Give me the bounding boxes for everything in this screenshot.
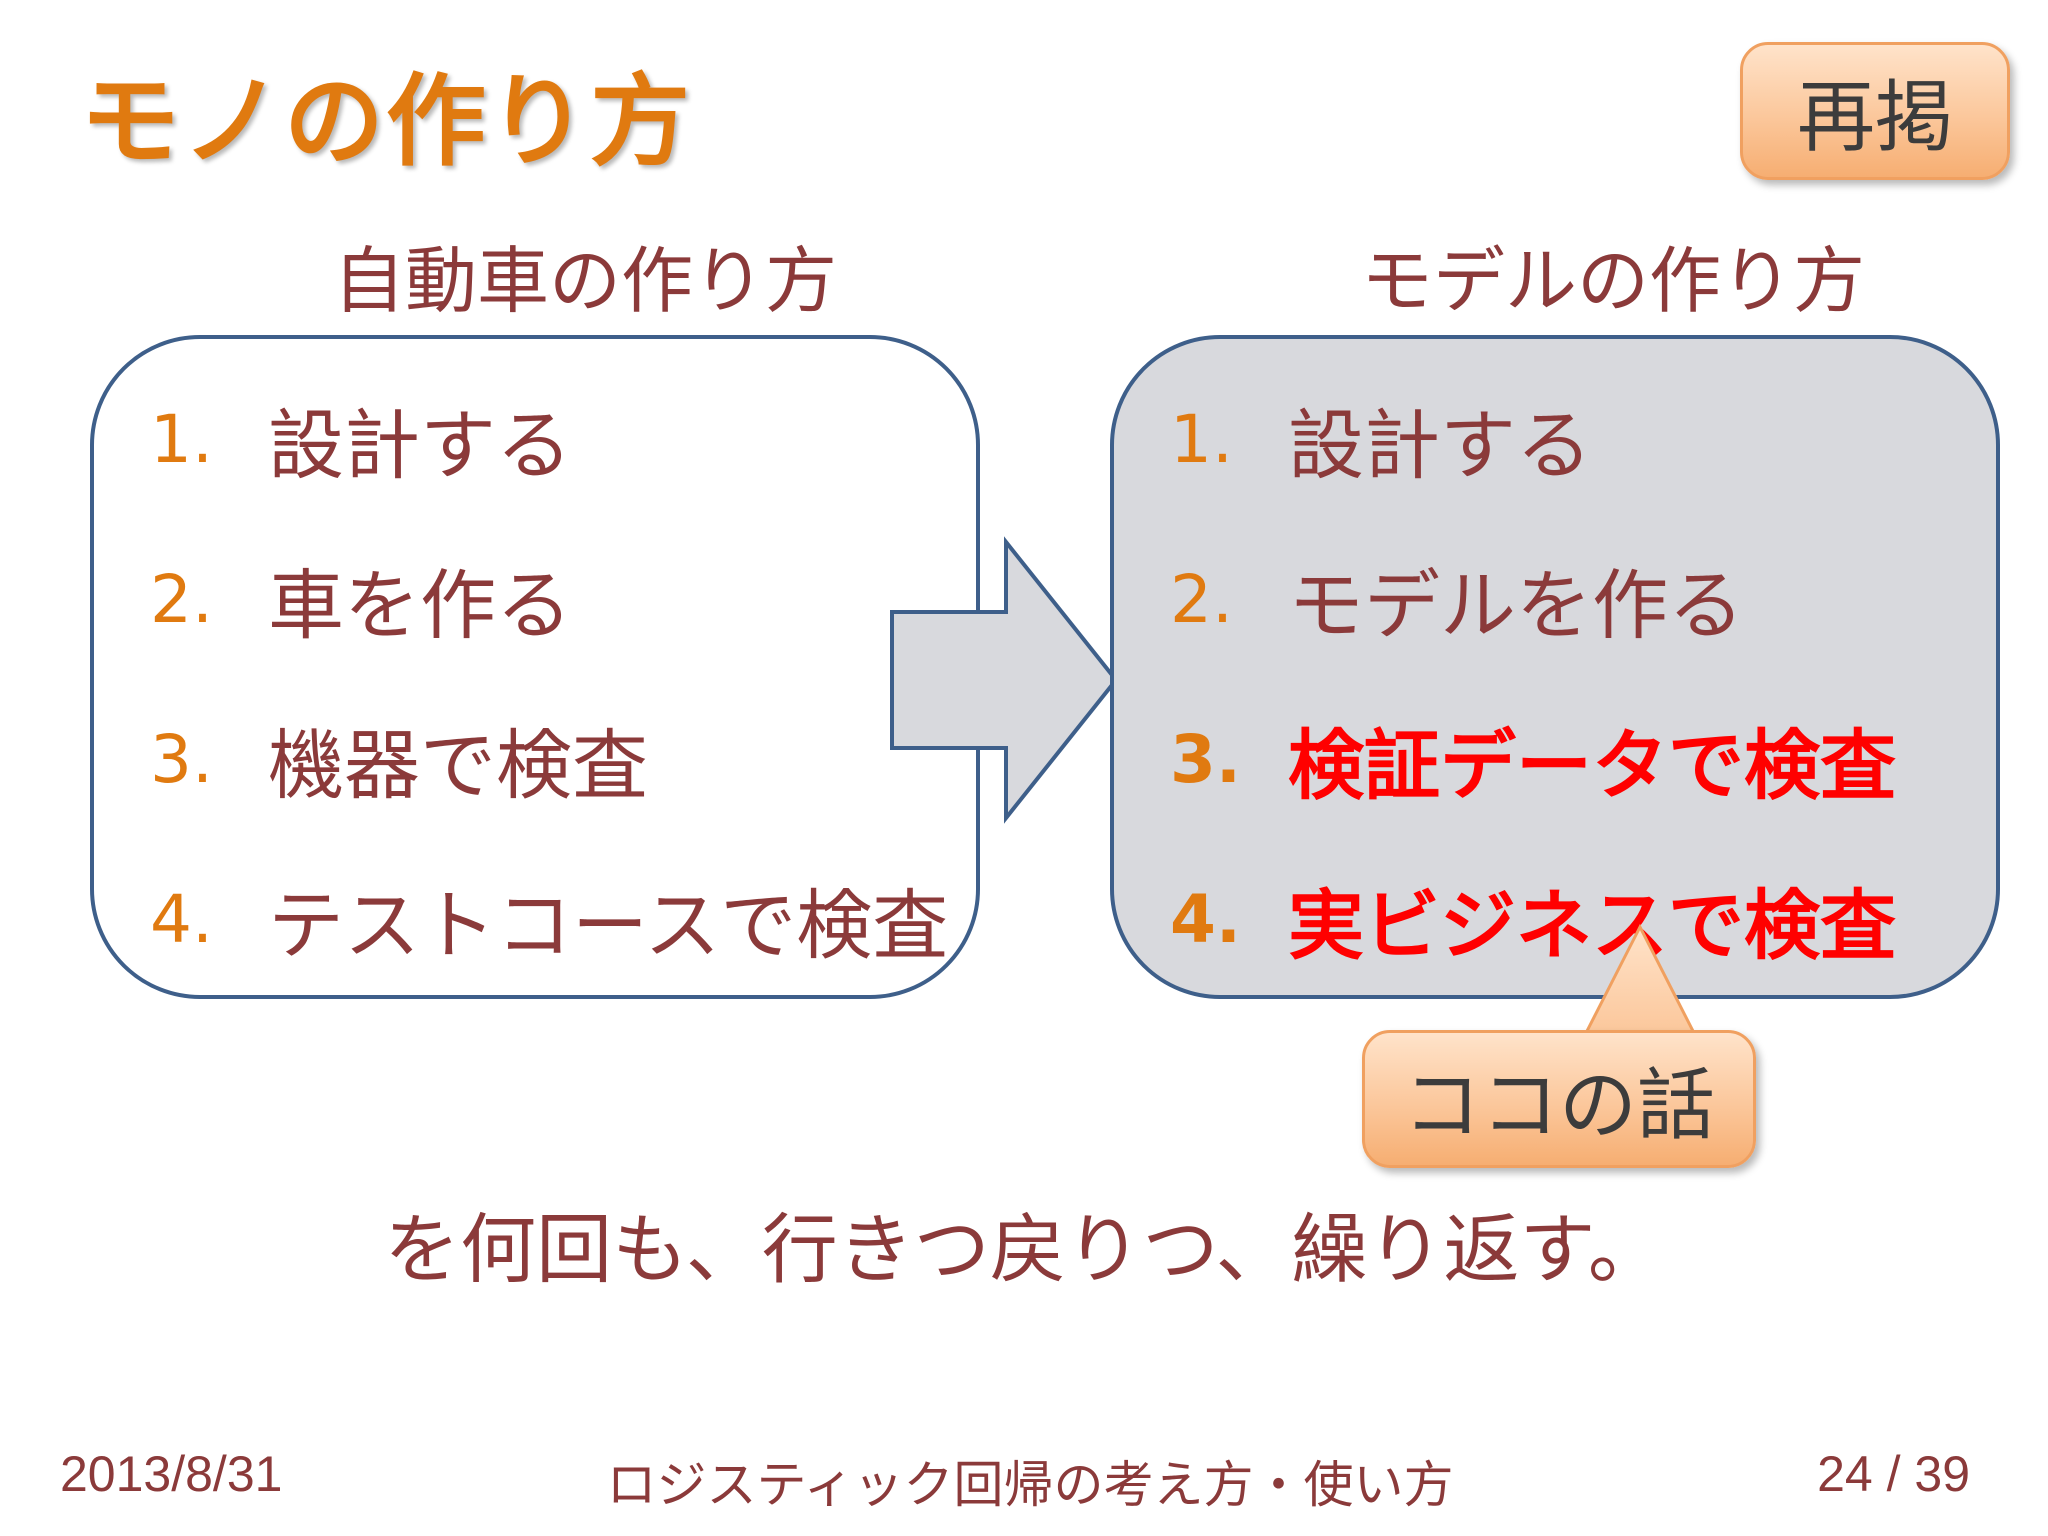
item-number: 4. [1170, 880, 1241, 958]
bottom-caption: を何回も、行きつ戻りつ、繰り返す。 [384, 1205, 1664, 1294]
item-text: 機器で検査 [268, 721, 648, 810]
callout-here-badge: ココの話 [1362, 1030, 1756, 1168]
right-arrow-icon [890, 536, 1119, 824]
item-number: 1. [150, 400, 213, 478]
page-number: 24 / 39 [1817, 1446, 1970, 1502]
list-item: 2. 車を作る [150, 549, 572, 651]
callout-pointer-icon [1583, 923, 1697, 1035]
list-item: 1. 設計する [1170, 389, 1592, 491]
list-item: 1. 設計する [150, 389, 572, 491]
list-item: 2. モデルを作る [1170, 549, 1744, 651]
footer-title: ロジスティック回帰の考え方・使い方 [606, 1457, 1454, 1513]
item-number: 2. [1170, 560, 1233, 638]
repost-badge: 再掲 [1740, 42, 2010, 180]
left-column-heading: 自動車の作り方 [332, 239, 837, 323]
right-column-heading: モデルの作り方 [1360, 239, 1865, 323]
item-number: 4. [150, 880, 213, 958]
item-text: 検証データで検査 [1288, 721, 1896, 810]
list-item-highlighted: 3. 検証データで検査 [1170, 709, 1896, 811]
model-process-panel: 1. 設計する 2. モデルを作る 3. 検証データで検査 4. 実ビジネスで検… [1110, 335, 2000, 999]
item-text: 実ビジネスで検査 [1288, 881, 1896, 970]
item-number: 2. [150, 560, 213, 638]
item-text: モデルを作る [1288, 561, 1744, 650]
item-text: 設計する [1288, 401, 1592, 490]
item-number: 3. [1170, 720, 1241, 798]
list-item: 4. テストコースで検査 [150, 869, 948, 971]
item-text: 設計する [268, 401, 572, 490]
footer-date: 2013/8/31 [60, 1446, 283, 1502]
car-process-panel: 1. 設計する 2. 車を作る 3. 機器で検査 4. テストコースで検査 [90, 335, 980, 999]
item-number: 1. [1170, 400, 1233, 478]
item-number: 3. [150, 720, 213, 798]
item-text: テストコースで検査 [268, 881, 949, 970]
slide-title: モノの作り方 [80, 63, 692, 180]
item-text: 車を作る [268, 561, 572, 650]
list-item-highlighted: 4. 実ビジネスで検査 [1170, 869, 1896, 971]
list-item: 3. 機器で検査 [150, 709, 648, 811]
